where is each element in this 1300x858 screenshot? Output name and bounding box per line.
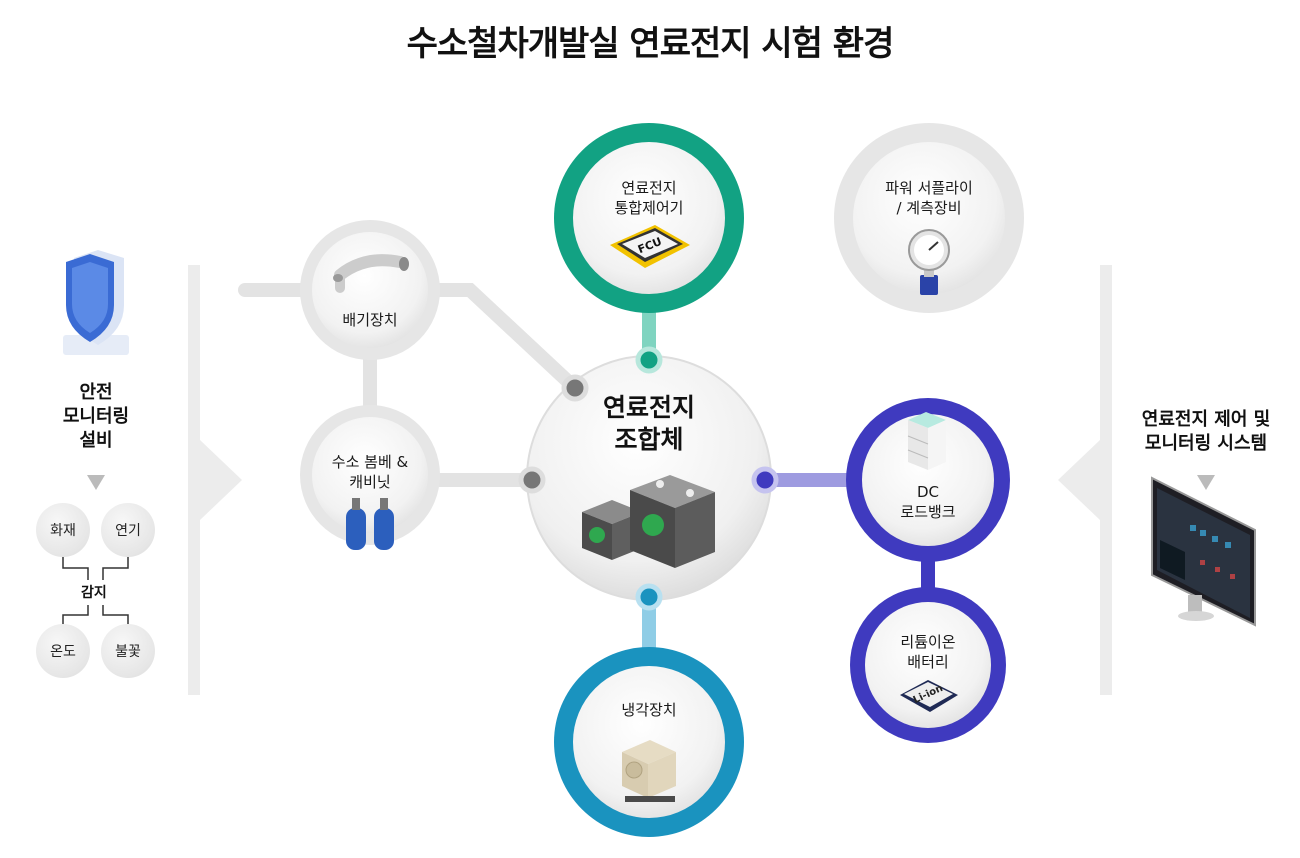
battery-label: 리튬이온 배터리 [900,633,956,671]
right-down-arrow [1197,475,1215,490]
purple-dot [751,466,779,494]
detect-item-flame: 불꽃 [101,624,155,678]
detect-tree [62,556,129,625]
fcu-label: 연료전지 통합제어기 [614,179,684,217]
hydrogen-label: 수소 봄베 & 캐비닛 [331,453,409,491]
right-divider [1058,265,1112,695]
left-down-arrow [87,475,105,490]
left-divider [188,265,242,695]
exhaust-label: 배기장치 [342,311,398,329]
fuel-cell-stack-icon [582,475,715,568]
right-panel-title: 연료전지 제어 및 모니터링 시스템 [1141,409,1271,454]
cooling-unit-icon [622,740,676,802]
battery-icon: Li-ion [900,680,958,712]
pressure-gauge-icon [908,229,950,295]
detect-label: 감지 [81,585,107,601]
chip-icon: FCU [610,225,690,268]
dc-load-label: DC 로드뱅크 [900,483,956,521]
monitor-icon [1151,476,1256,627]
detect-item-temperature: 온도 [36,624,90,678]
detect-item-fire: 화재 [36,503,90,557]
server-icon [907,412,946,470]
cooling-label: 냉각장치 [621,701,677,719]
detect-item-smoke: 연기 [101,503,155,557]
teal-dot [635,583,663,611]
power-label: 파워 서플라이 / 계측장비 [885,179,973,217]
exhaust-pipe-icon [333,254,409,293]
green-dot [635,346,663,374]
center-label: 연료전지 조합체 [602,393,695,454]
gray-connectors [238,283,582,487]
gray-dot-1 [561,374,589,402]
gray-dot-2 [518,466,546,494]
shield-icon [63,250,129,355]
gas-cylinder-icon [346,498,394,550]
page-title: 수소철차개발실 연료전지 시험 환경 [406,24,895,64]
left-panel-title: 안전 모니터링 설비 [62,382,130,451]
